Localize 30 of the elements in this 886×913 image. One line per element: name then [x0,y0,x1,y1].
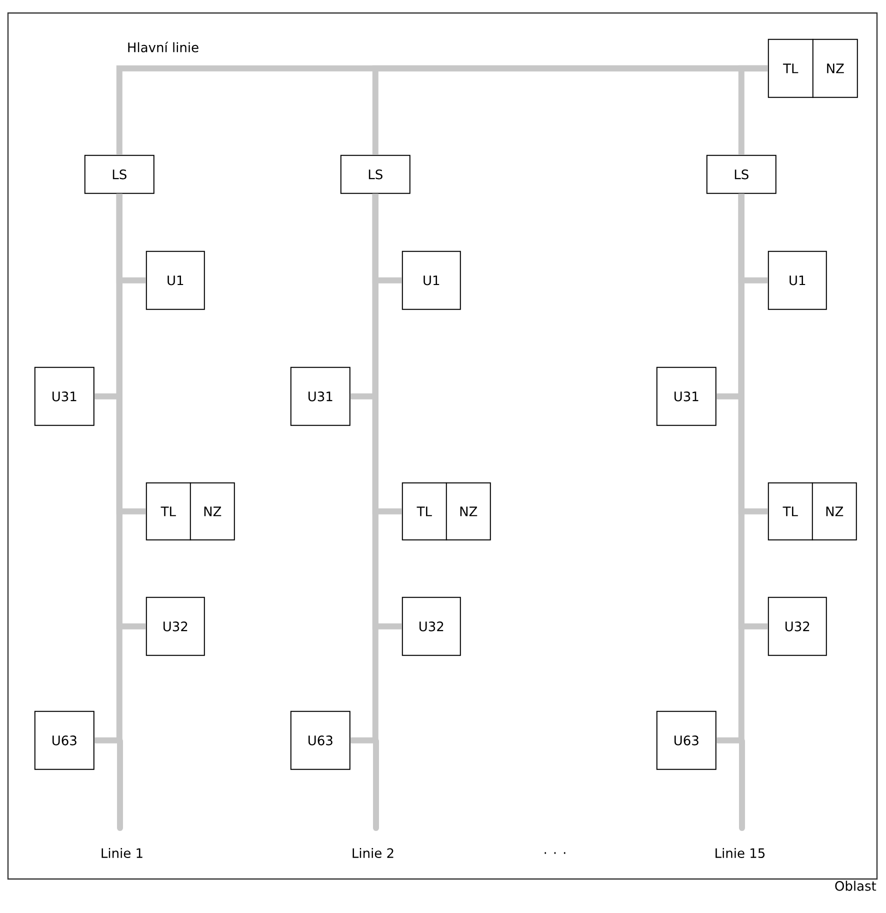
bus-line [94,194,122,744]
device-box: U31 [34,366,94,426]
coupler-box: TL NZ [402,482,491,541]
device-box: U1 [146,250,205,310]
bus-line [716,194,744,744]
device-box: U32 [146,596,205,656]
device-box: U32 [402,596,461,656]
line-label: Linie 2 [352,848,394,858]
line-label: Hlavní linie [128,42,198,52]
device-box: U63 [34,710,94,770]
line-label: Linie 1 [102,848,142,858]
device-box: U1 [402,250,461,310]
device-box: LS [340,154,410,194]
device-box: U31 [290,366,350,426]
device-box: U1 [768,250,827,310]
coupler-box: TL NZ [768,482,857,541]
device-box: U31 [656,366,716,426]
bus-line [738,65,768,155]
device-box: LS [84,154,154,194]
coupler-box: TL NZ [146,482,235,541]
bus-line [350,194,378,744]
area-label: Oblast [835,880,876,891]
device-box: U32 [768,596,827,656]
device-box: U63 [656,710,716,770]
line-label: . . . [544,852,566,854]
line-label: Linie 15 [716,848,765,858]
device-box: LS [706,154,776,194]
area-frame [7,12,878,880]
coupler-box: TL NZ [768,38,858,98]
device-box: U63 [290,710,350,770]
